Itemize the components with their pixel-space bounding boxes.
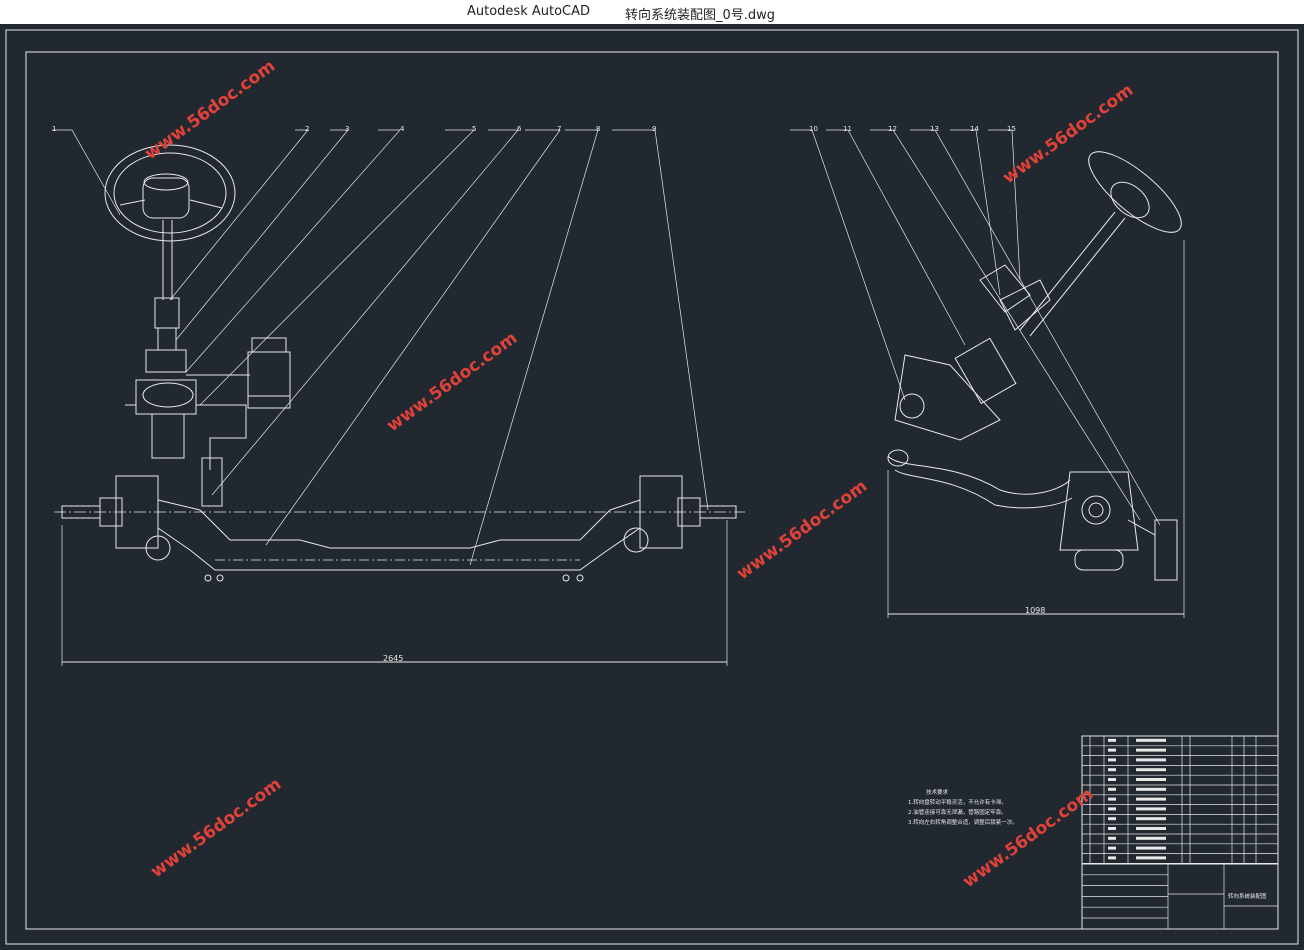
title-block-rows	[1082, 874, 1168, 919]
balloon-10: 10	[809, 125, 818, 133]
balloon-8: 8	[596, 125, 600, 133]
title-block-name: 转向系统装配图	[1228, 892, 1267, 900]
watermark: www.56doc.com	[999, 80, 1137, 188]
bom-cell-text	[1108, 738, 1116, 742]
watermark: www.56doc.com	[383, 328, 521, 436]
bom-cell-text	[1108, 787, 1116, 791]
balloon-4: 4	[400, 125, 405, 133]
dim-front: 2645	[383, 654, 403, 663]
bom-cell-text	[1108, 827, 1116, 830]
watermark: www.56doc.com	[141, 56, 279, 164]
dim-side: 1098	[1025, 606, 1045, 615]
bom-cell-text	[1108, 758, 1116, 762]
balloon-6: 6	[517, 125, 522, 133]
watermark: www.56doc.com	[147, 774, 285, 882]
bom-cell-text	[1136, 748, 1166, 752]
balloon-9: 9	[652, 125, 656, 133]
balloon-2: 2	[305, 125, 309, 133]
bom-cell-text	[1136, 738, 1166, 742]
tech-notes-heading: 技术要求	[926, 788, 949, 796]
balloon-15: 15	[1007, 125, 1016, 133]
bom-cell-text	[1108, 836, 1116, 840]
front-dimension	[61, 520, 728, 666]
bom-cell-text	[1108, 846, 1116, 850]
outer-border	[5, 29, 1299, 945]
balloon-13: 13	[930, 125, 939, 133]
bom-cell-text	[1136, 856, 1166, 860]
balloon-12: 12	[888, 125, 897, 133]
app-name: Autodesk AutoCAD	[467, 4, 591, 19]
bom-cell-text	[1108, 778, 1116, 781]
bom-cell-text	[1108, 768, 1116, 772]
bom-cell-text	[1136, 778, 1166, 781]
bom-cell-text	[1136, 846, 1166, 850]
bom-cell-text	[1136, 827, 1166, 830]
tech-note-1: 1.转向盘转动平稳灵活，不允许有卡滞。	[908, 798, 1007, 806]
balloon-14: 14	[970, 125, 979, 133]
bom-table	[1081, 735, 1279, 865]
bom-cell-text	[1136, 797, 1166, 801]
watermarks: www.56doc.com www.56doc.com www.56doc.co…	[141, 56, 1137, 892]
bom-cell-text	[1136, 836, 1166, 840]
balloon-7: 7	[557, 125, 561, 133]
bom-cell-text	[1136, 807, 1166, 811]
balloon-5: 5	[472, 125, 476, 133]
tech-note-3: 3.转向左右转角调整合适，调整后锁紧一次。	[908, 818, 1018, 826]
bom-cell-text	[1108, 797, 1116, 801]
bom-cell-text	[1136, 787, 1166, 791]
title-bar: Autodesk AutoCAD 转向系统装配图_0号.dwg	[0, 0, 1304, 24]
tech-note-2: 2.油管连接可靠无泄漏，管路固定牢靠。	[908, 808, 1007, 816]
bom-cell-text	[1136, 758, 1166, 762]
balloon-11: 11	[843, 125, 852, 133]
front-view	[54, 144, 745, 582]
side-dimension	[887, 240, 1185, 618]
bom-cell-text	[1108, 856, 1116, 860]
document-tab-title[interactable]: 转向系统装配图_0号.dwg	[625, 8, 776, 23]
bom-cell-text	[1108, 817, 1116, 821]
front-leaders	[52, 129, 709, 566]
side-leaders	[790, 129, 1161, 526]
bom-cell-text	[1108, 807, 1116, 811]
balloon-1: 1	[52, 125, 56, 133]
bom-cell-text	[1136, 817, 1166, 821]
side-view	[887, 151, 1182, 581]
bom-cell-text	[1136, 768, 1166, 772]
bom-rows	[1082, 738, 1278, 864]
inner-border	[25, 51, 1279, 930]
watermark: www.56doc.com	[733, 476, 871, 584]
balloon-3: 3	[345, 125, 349, 133]
bom-cell-text	[1108, 748, 1116, 752]
